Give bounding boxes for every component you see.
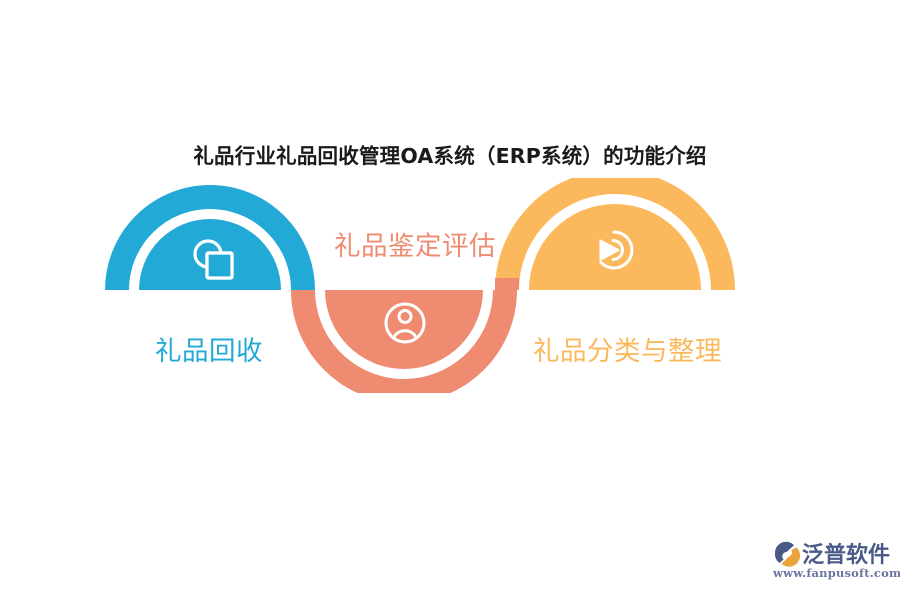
stage-3-outer-band bbox=[495, 178, 735, 290]
stage-2-outer-band bbox=[291, 290, 517, 393]
stage-3-label: 礼品分类与整理 bbox=[533, 336, 722, 367]
brand-url: www.fanpusoft.com bbox=[773, 566, 900, 580]
play-spiral-circle-icon bbox=[599, 230, 634, 270]
brand-name: 泛普软件 bbox=[802, 543, 891, 568]
wave-diagram-svg bbox=[105, 178, 735, 393]
stage-2-label: 礼品鉴定评估 bbox=[334, 231, 496, 262]
stage-2-to-3-connector bbox=[495, 278, 519, 290]
user-circle-icon bbox=[384, 302, 426, 344]
stage-1-label: 礼品回收 bbox=[155, 336, 263, 367]
stage-3-shape bbox=[529, 204, 701, 290]
stage-1-outer-band bbox=[105, 185, 315, 290]
circle-square-overlap-icon bbox=[193, 239, 234, 280]
wave-process-diagram bbox=[105, 178, 735, 393]
brand-logo: 泛普软件 www.fanpusoft.com bbox=[772, 537, 900, 583]
page-title: 礼品行业礼品回收管理OA系统（ERP系统）的功能介绍 bbox=[193, 144, 707, 168]
fanpu-logo-icon bbox=[774, 541, 800, 567]
